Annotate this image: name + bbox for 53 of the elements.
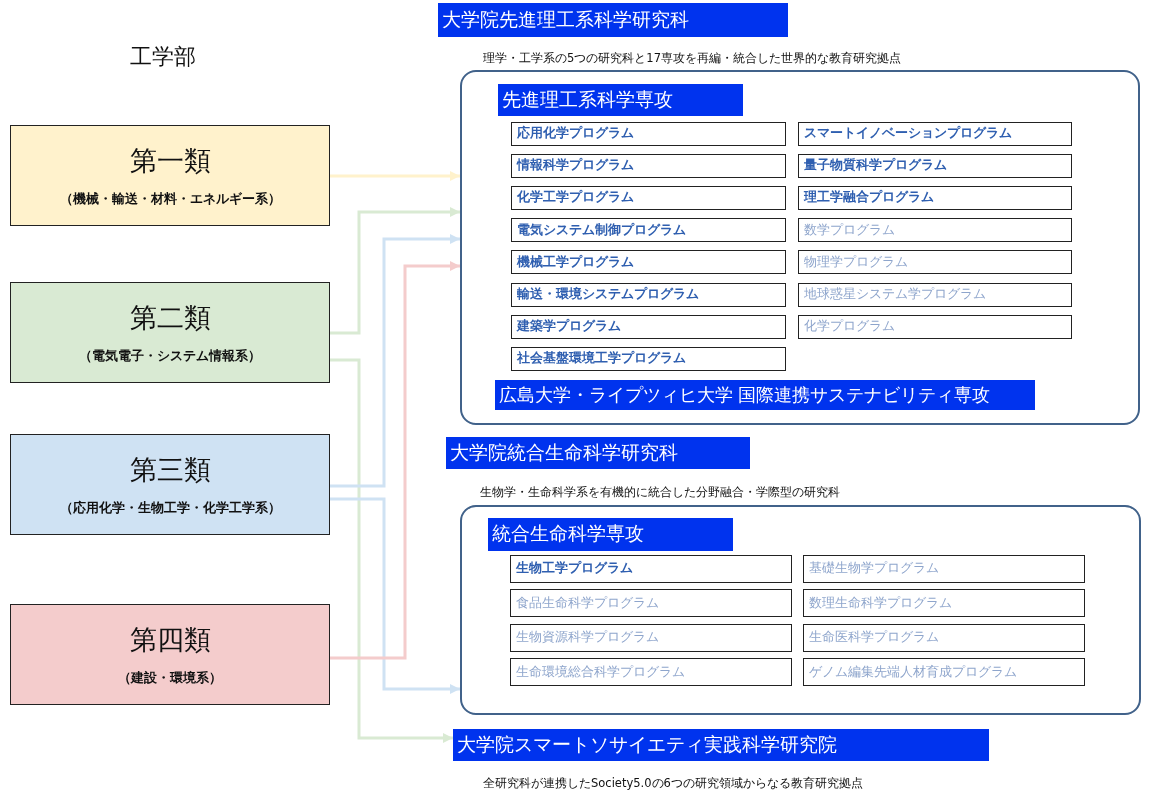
- program-box: 輸送・環境システムプログラム: [510, 282, 786, 307]
- program-box: 社会基盤環境工学プログラム: [510, 346, 786, 371]
- heading-bar: 先進理工系科学専攻: [497, 83, 743, 116]
- category-box: [10, 125, 330, 226]
- heading-bar: 広島大学・ライプツィヒ大学 国際連携サステナビリティ専攻: [494, 379, 1035, 410]
- subtitle: （機械・輸送・材料・エネルギー系）: [59, 191, 281, 208]
- program-box: 応用化学プログラム: [510, 121, 786, 146]
- program-box: 生命医科学プログラム: [802, 623, 1085, 652]
- program-box: スマートイノベーションプログラム: [797, 121, 1072, 146]
- program-box: 生物工学プログラム: [509, 554, 792, 583]
- program-box: 食品生命科学プログラム: [509, 589, 792, 617]
- program-box: 数学プログラム: [797, 218, 1072, 243]
- program-box: 情報科学プログラム: [510, 153, 786, 178]
- column-heading: 工学部: [130, 43, 196, 71]
- category-title: 第一類: [129, 144, 211, 178]
- category-box: [10, 282, 330, 383]
- program-box: 化学プログラム: [797, 314, 1072, 339]
- arrow: [330, 206, 460, 335]
- category-title: 第三類: [129, 453, 211, 487]
- description: 全研究科が連携したSociety5.0の6つの研究領域からなる教育研究拠点: [483, 776, 863, 791]
- program-box: 生物資源科学プログラム: [509, 623, 792, 652]
- program-box: 物理学プログラム: [797, 250, 1072, 275]
- category-box: [10, 604, 330, 705]
- group-frame: [460, 70, 1140, 425]
- program-box: 機械工学プログラム: [510, 250, 786, 275]
- program-box: 化学工学プログラム: [510, 185, 786, 210]
- category-box: [10, 434, 330, 535]
- arrow: [330, 358, 453, 744]
- subtitle: （建設・環境系）: [118, 670, 222, 687]
- program-box: 理工学融合プログラム: [797, 185, 1072, 210]
- description: 理学・工学系の5つの研究科と17専攻を再編・統合した世界的な教育研究拠点: [483, 51, 901, 66]
- subtitle: （電気電子・システム情報系）: [79, 348, 261, 365]
- category-title: 第四類: [129, 623, 211, 657]
- program-box: 数理生命科学プログラム: [802, 589, 1085, 617]
- program-box: ゲノム編集先端人材育成プログラム: [802, 658, 1085, 686]
- heading-bar: 大学院統合生命科学研究科: [446, 437, 750, 469]
- category-title: 第二類: [129, 301, 211, 335]
- arrow: [330, 497, 460, 695]
- program-box: 生命環境総合科学プログラム: [509, 658, 792, 686]
- arrow: [330, 260, 460, 660]
- heading-bar: 大学院先進理工系科学研究科: [438, 3, 788, 37]
- program-box: 地球惑星システム学プログラム: [797, 282, 1072, 307]
- program-box: 建築学プログラム: [510, 314, 786, 339]
- program-box: 基礎生物学プログラム: [802, 554, 1085, 583]
- description: 生物学・生命科学系を有機的に統合した分野融合・学際型の研究科: [480, 485, 840, 500]
- heading-bar: 統合生命科学専攻: [487, 517, 733, 551]
- arrow: [330, 233, 460, 488]
- subtitle: （応用化学・生物工学・化学工学系）: [59, 500, 281, 517]
- group-frame: [460, 505, 1141, 715]
- program-box: 電気システム制御プログラム: [510, 218, 786, 243]
- heading-bar: 大学院スマートソサイエティ実践科学研究院: [453, 729, 989, 761]
- arrow: [330, 170, 460, 182]
- program-box: 量子物質科学プログラム: [797, 153, 1072, 178]
